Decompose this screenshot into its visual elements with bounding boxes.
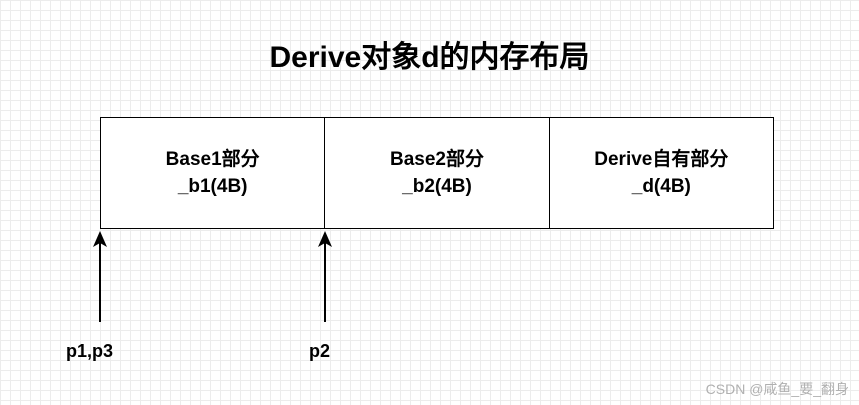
segment-derive-name: Derive自有部分 bbox=[594, 149, 729, 170]
pointer-label-p2: p2 bbox=[309, 341, 331, 361]
segment-derive: Derive自有部分 _d(4B) bbox=[548, 118, 773, 228]
segment-base1-member: _b1(4B) bbox=[177, 176, 248, 197]
segment-derive-member: _d(4B) bbox=[631, 176, 691, 197]
pointer-label-p1-p3: p1,p3 bbox=[66, 341, 114, 361]
arrow-p1-p3 bbox=[93, 231, 107, 322]
segment-base1: Base1部分 _b1(4B) bbox=[101, 118, 324, 228]
memory-layout-box: Base1部分 _b1(4B) Base2部分 _b2(4B) Derive自有… bbox=[100, 117, 774, 229]
segment-base2: Base2部分 _b2(4B) bbox=[324, 118, 548, 228]
segment-base2-name: Base2部分 bbox=[389, 149, 484, 170]
arrow-p2 bbox=[318, 231, 332, 322]
segment-base2-member: _b2(4B) bbox=[402, 176, 472, 197]
segment-base1-name: Base1部分 bbox=[165, 149, 260, 170]
diagram-title: Derive对象d的内存布局 bbox=[269, 41, 590, 74]
watermark: CSDN @咸鱼_要_翻身 bbox=[705, 381, 849, 397]
